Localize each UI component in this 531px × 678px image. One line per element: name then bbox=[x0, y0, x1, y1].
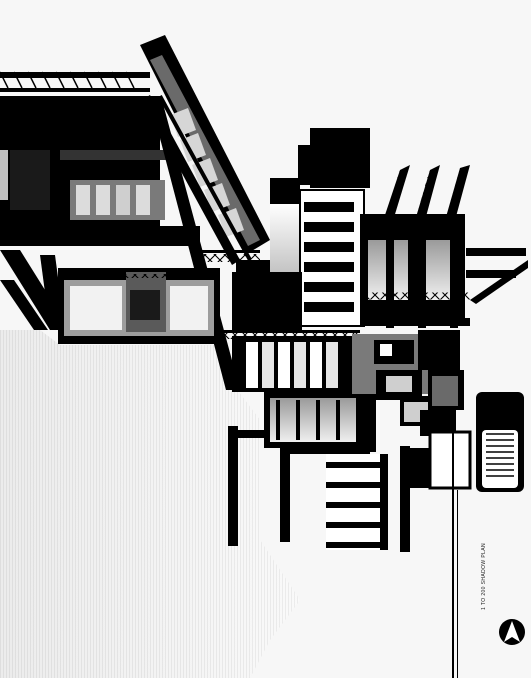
north-arrow-icon bbox=[499, 619, 525, 645]
lower-stacks bbox=[326, 446, 410, 552]
drawing-scale-label: 1 TO 200 SHADOW PLAN bbox=[481, 542, 487, 610]
roof-structure-left bbox=[0, 71, 200, 330]
right-truss-towers bbox=[360, 165, 528, 328]
central-tower bbox=[232, 128, 370, 332]
ground-shadow bbox=[0, 330, 300, 678]
middle-blocks bbox=[232, 336, 376, 452]
title-block bbox=[452, 430, 458, 678]
lower-left-trusses bbox=[228, 426, 370, 546]
vehicle bbox=[476, 392, 524, 492]
stage-frame bbox=[58, 268, 220, 344]
